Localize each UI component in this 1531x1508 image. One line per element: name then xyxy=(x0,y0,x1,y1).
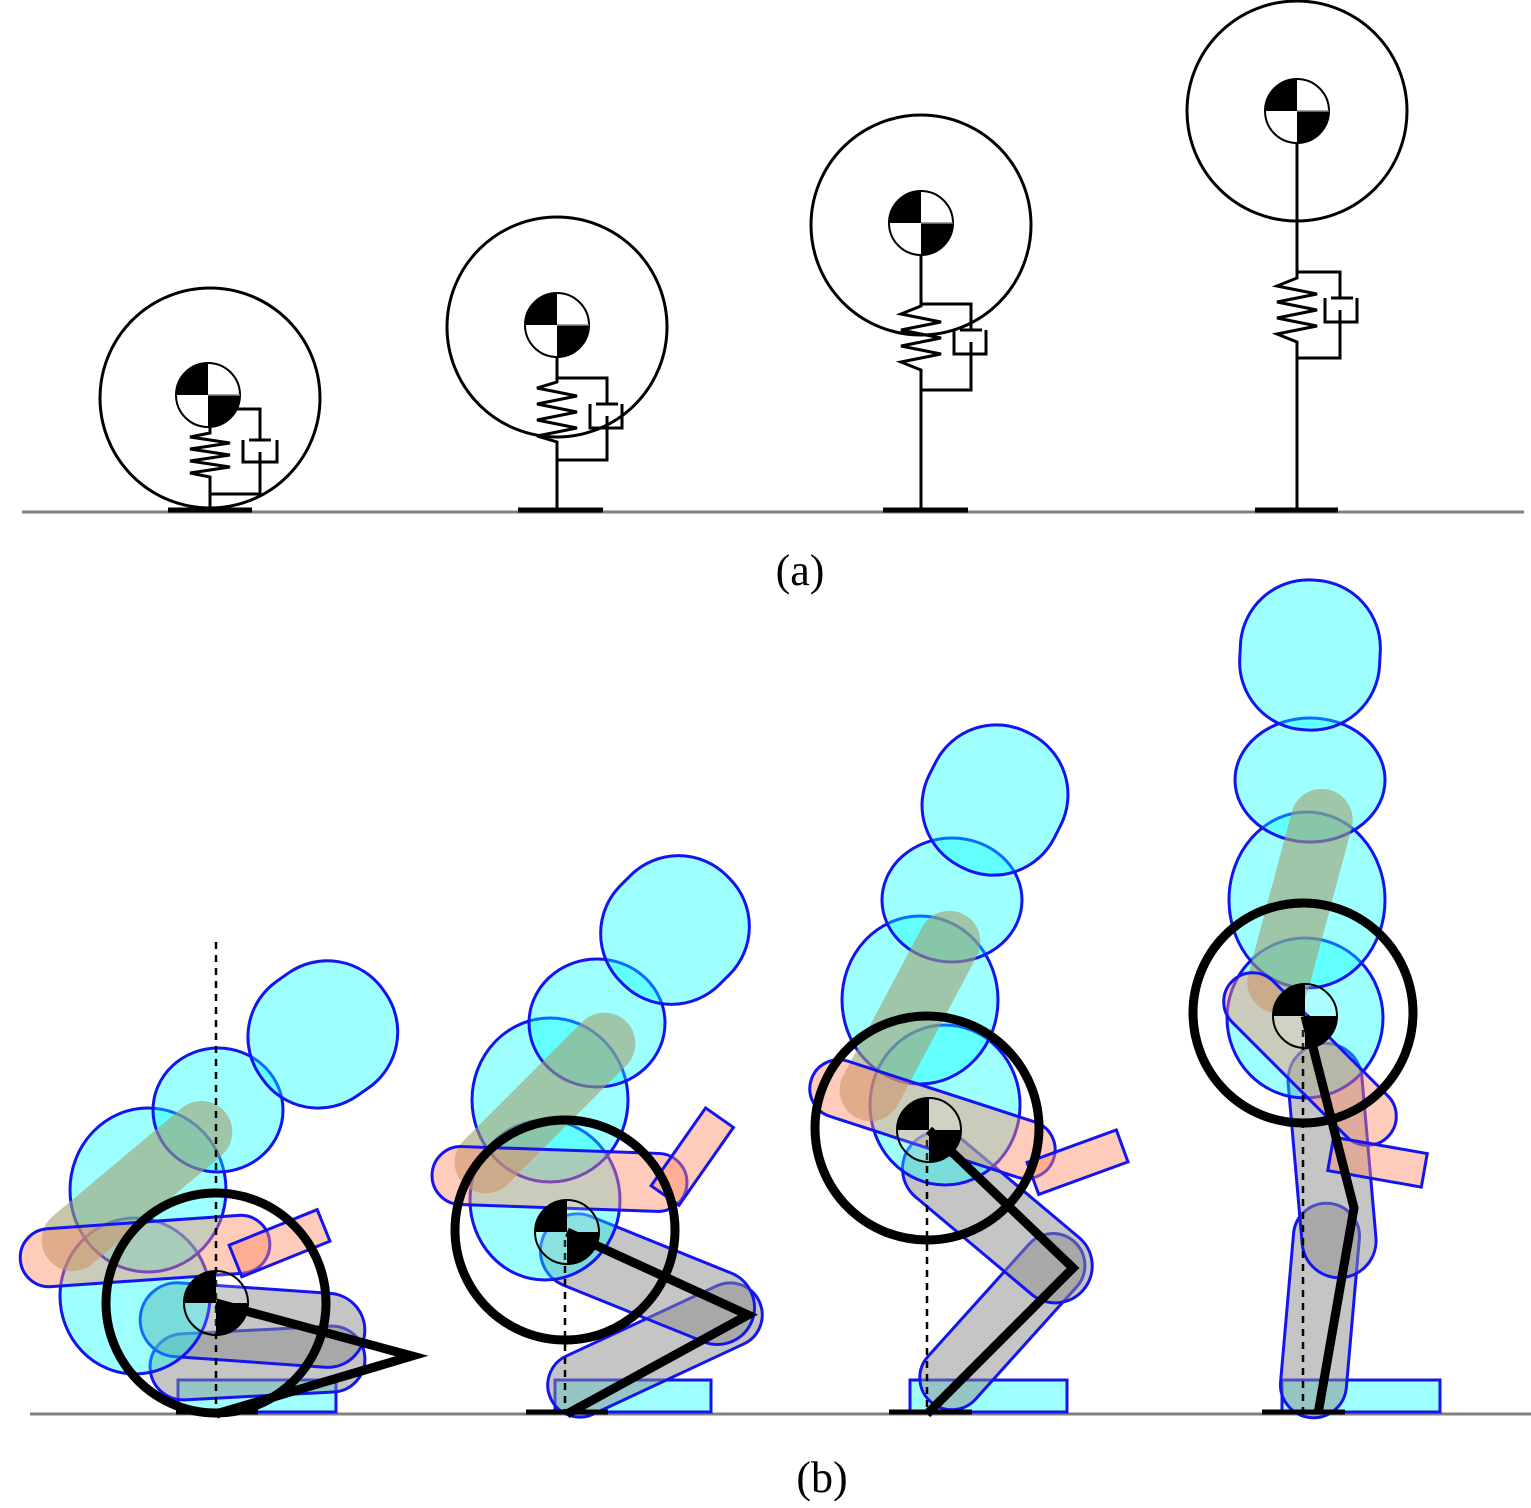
humanoid-pose-2 xyxy=(430,854,764,1419)
leg-linkage xyxy=(923,1126,1080,1418)
spring xyxy=(536,357,578,510)
humanoid-pose-1 xyxy=(18,942,429,1419)
com-marker xyxy=(524,292,590,358)
spring-mass-model-2 xyxy=(445,215,669,513)
forearm-segment xyxy=(1222,971,1398,1147)
humanoid-pose-4 xyxy=(1188,578,1442,1420)
leg-linkage xyxy=(1300,1014,1359,1415)
leg-linkage xyxy=(214,1298,429,1419)
com-marker xyxy=(1264,78,1330,144)
panel-label-b: (b) xyxy=(796,1453,847,1502)
spring xyxy=(1271,143,1318,510)
damper xyxy=(557,376,624,462)
panel-label-a: (a) xyxy=(776,546,825,595)
damper xyxy=(1297,270,1359,360)
mass-circle xyxy=(450,1115,680,1345)
spring xyxy=(189,427,231,510)
upper-arm-segment xyxy=(41,1101,233,1271)
mass-circle xyxy=(1188,898,1418,1128)
spring-mass-model-4 xyxy=(1185,0,1409,513)
head-segment xyxy=(1238,578,1382,732)
spring xyxy=(895,255,942,510)
forearm-segment xyxy=(808,1058,1057,1181)
head-segment xyxy=(599,854,751,1006)
damper xyxy=(921,302,988,392)
spring-mass-model-3 xyxy=(809,113,1033,513)
head-segment xyxy=(920,723,1070,877)
leg-linkage xyxy=(564,1227,759,1418)
com-marker xyxy=(175,362,241,428)
panel-b xyxy=(18,578,1531,1420)
com-marker xyxy=(888,190,954,256)
panel-a xyxy=(22,0,1524,514)
head-segment xyxy=(246,959,400,1110)
hand-segment xyxy=(227,1207,332,1279)
hand-segment xyxy=(1326,1135,1429,1189)
hand-segment xyxy=(1025,1128,1130,1197)
humanoid-pose-3 xyxy=(808,723,1130,1418)
spring-mass-model-1 xyxy=(98,286,322,513)
mass-circle xyxy=(810,1011,1044,1245)
thigh-segment xyxy=(138,1281,367,1369)
mass-circle xyxy=(445,215,669,439)
damper xyxy=(210,407,279,496)
